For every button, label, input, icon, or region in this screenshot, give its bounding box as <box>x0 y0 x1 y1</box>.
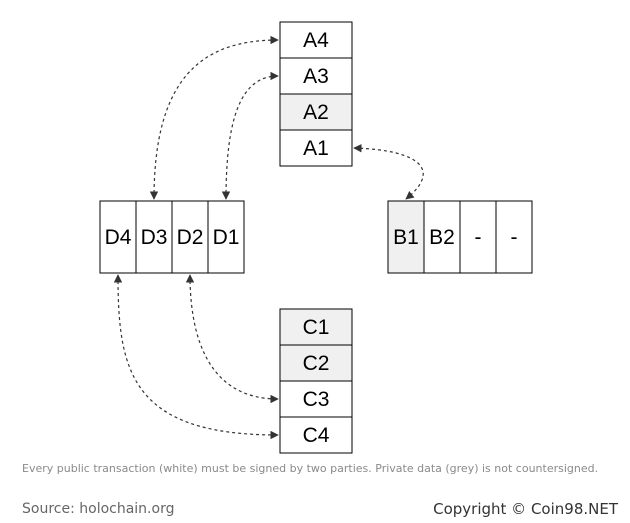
cell-label-a-1: A3 <box>303 65 329 88</box>
connector-d1-a3 <box>221 71 279 200</box>
cell-label-c-2: C3 <box>303 388 330 411</box>
cell-box-c-0 <box>279 308 353 346</box>
connections-layer <box>113 35 424 440</box>
cell-label-d-2: D2 <box>177 226 204 249</box>
cell-box-d-1 <box>135 200 173 274</box>
cell-label-c-0: C1 <box>303 316 330 339</box>
source-credit: Source: holochain.org <box>22 501 175 517</box>
copyright-notice: Copyright © Coin98.NET <box>433 500 618 518</box>
cell-box-c-2 <box>279 380 353 418</box>
cell-box-a-2 <box>279 93 353 131</box>
cell-label-d-3: D1 <box>213 226 240 249</box>
cell-box-a-3 <box>279 129 353 167</box>
cell-label-b-0: B1 <box>393 226 419 249</box>
cell-label-c-1: C2 <box>303 352 330 375</box>
cell-box-c-1 <box>279 344 353 382</box>
cell-label-a-2: A2 <box>303 101 329 124</box>
block-d: D4 D3 D2 D1 <box>99 200 245 274</box>
cell-label-d-0: D4 <box>105 226 132 249</box>
cell-box-d-2 <box>171 200 209 274</box>
cell-box-c-3 <box>279 416 353 454</box>
cell-box-b-3 <box>495 200 533 274</box>
connector-a1-b1 <box>353 144 424 200</box>
cell-label-d-1: D3 <box>141 226 168 249</box>
cell-box-d-0 <box>99 200 137 274</box>
cell-label-b-2: - <box>475 226 482 249</box>
connector-d2-c3 <box>185 274 279 404</box>
cell-label-b-1: B2 <box>429 226 455 249</box>
cell-label-a-3: A1 <box>303 137 329 160</box>
diagram-caption: Every public transaction (white) must be… <box>22 462 599 475</box>
cell-label-a-0: A4 <box>303 29 329 52</box>
cell-box-b-1 <box>423 200 461 274</box>
cell-box-a-0 <box>279 21 353 59</box>
connector-d4-c4 <box>113 274 279 440</box>
cell-box-d-3 <box>207 200 245 274</box>
connector-d3-a4 <box>149 35 279 200</box>
cell-label-c-3: C4 <box>303 424 330 447</box>
cell-label-b-3: - <box>511 226 518 249</box>
